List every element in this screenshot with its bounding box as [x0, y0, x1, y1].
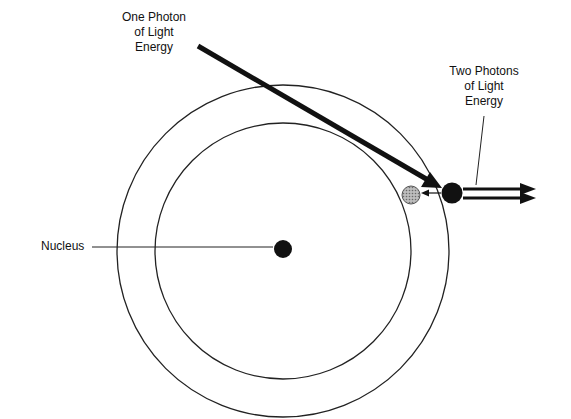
- nucleus-label: Nucleus: [40, 239, 85, 254]
- incoming-photon-arrow: [198, 46, 428, 180]
- electron-excited: [442, 183, 463, 204]
- nucleus-dot: [274, 240, 292, 258]
- leader-line: [476, 116, 484, 185]
- photon-arrow: [463, 197, 522, 200]
- electron-lower-level: [402, 186, 420, 204]
- photon-label: Two Photons of Light Energy: [445, 64, 523, 109]
- arrow-head: [520, 192, 536, 204]
- photon-label: One Photon of Light Energy: [117, 10, 191, 55]
- leader-line: [92, 247, 273, 248]
- arrow-head: [421, 172, 442, 188]
- photon-arrow: [463, 188, 522, 191]
- inner-orbit: [155, 123, 411, 379]
- arrow-head: [421, 190, 429, 197]
- transition-arrow: [427, 192, 441, 193]
- outer-orbit: [117, 85, 449, 417]
